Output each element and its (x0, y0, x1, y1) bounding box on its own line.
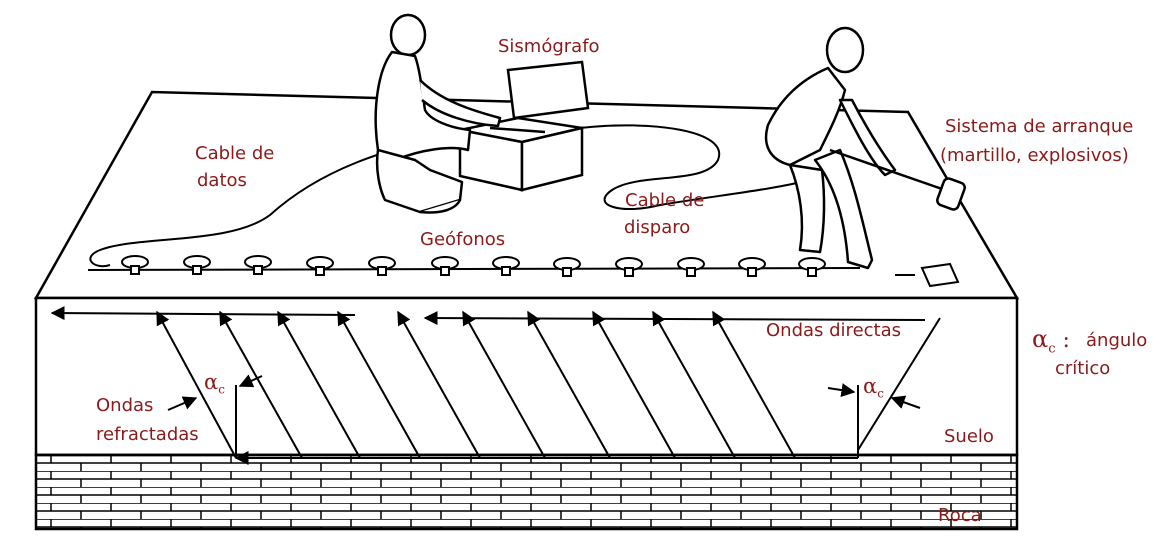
seismograph-box (458, 60, 590, 192)
alpha-c-right: αc (863, 374, 884, 401)
label-cable-datos-2: datos (197, 170, 247, 191)
striker-plate (920, 262, 960, 288)
label-suelo: Suelo (944, 426, 994, 447)
cables (87, 124, 861, 271)
direct-wave-arrow-left (50, 306, 356, 321)
label-arranque-1: Sistema de arranque (945, 116, 1134, 137)
alpha-c-left: αc (204, 370, 225, 397)
label-ondas-refractadas-1: Ondas (96, 395, 154, 416)
person-hammer (764, 26, 966, 270)
label-cable-disparo-1: Cable de (625, 190, 705, 211)
refracted-pointer (167, 396, 198, 411)
label-geofonos: Geófonos (420, 229, 506, 250)
source-ray (857, 317, 941, 451)
label-ondas-directas: Ondas directas (766, 320, 901, 341)
label-arranque-2: (martillo, explosivos) (940, 145, 1129, 166)
seismic-rays (50, 306, 941, 465)
legend-angulo: ángulo (1086, 330, 1148, 351)
label-cable-disparo-2: disparo (624, 217, 691, 238)
geophone-line (87, 267, 861, 271)
alpha-pointer-left (238, 374, 263, 388)
legend-alpha-c: αc : (1032, 325, 1070, 357)
direct-wave-arrow-right (423, 311, 926, 326)
label-cable-datos-1: Cable de (195, 143, 275, 164)
person-operator (374, 13, 502, 214)
trigger-cable (579, 124, 811, 211)
rock-layer (34, 453, 1019, 531)
label-roca: Roca (938, 505, 982, 526)
label-sismografo: Sismógrafo (498, 36, 600, 57)
alpha-pointer-right-a (827, 383, 856, 398)
alpha-pointer-right-b (890, 395, 921, 409)
soil-layer (34, 296, 1019, 457)
legend-critico: crítico (1055, 358, 1111, 379)
geophones (121, 255, 826, 277)
data-cable (89, 129, 471, 268)
label-ondas-refractadas-2: refractadas (96, 424, 199, 445)
